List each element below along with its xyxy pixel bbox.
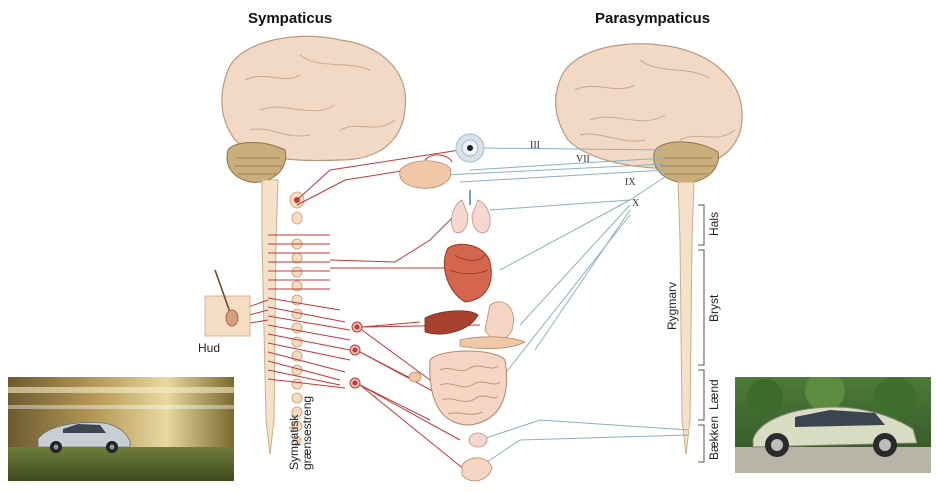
pancreas-icon <box>460 337 525 349</box>
region-label-pelvis: Bækken <box>707 416 721 460</box>
left-brain <box>222 36 406 182</box>
parasympathetic-heading: Parasympaticus <box>595 10 710 27</box>
region-brackets <box>698 205 704 462</box>
chain-label-line2: grænsestreng <box>300 396 314 470</box>
intestines-icon <box>430 351 507 425</box>
chain-label: Sympatisk grænsestreng <box>287 396 314 470</box>
spinal-cord-label: Rygmarv <box>665 282 679 330</box>
bladder-icon <box>469 433 487 447</box>
stomach-icon <box>485 302 513 340</box>
cranial-nerve-label-x: X <box>632 198 640 209</box>
cranial-nerve-label-iii: III <box>530 140 540 151</box>
chain-label-line1: Sympatisk <box>287 414 301 470</box>
region-label-neck: Hals <box>707 212 721 236</box>
heart-icon <box>444 244 491 302</box>
speeding-car-photo <box>8 377 234 481</box>
cranial-nerve-label-ix: IX <box>625 177 636 188</box>
region-label-lumbar: Lænd <box>707 379 721 410</box>
region-label-chest: Bryst <box>707 294 721 322</box>
skin-hair-icon <box>205 270 250 336</box>
liver-icon <box>425 311 478 334</box>
sympathetic-heading: Sympaticus <box>248 10 332 27</box>
skin-label: Hud <box>198 341 220 355</box>
cranial-nerve-label-vii: VII <box>576 154 590 165</box>
lungs-icon <box>451 190 490 233</box>
parked-car-photo <box>735 377 931 473</box>
adrenal-gland-icon <box>409 372 421 382</box>
right-cerebellum <box>654 142 719 183</box>
reproductive-organ-icon <box>462 458 492 481</box>
right-spinal-cord <box>678 182 694 455</box>
eye-icon <box>456 134 484 162</box>
salivary-glands-icon <box>400 155 452 188</box>
left-cerebellum <box>227 143 286 183</box>
